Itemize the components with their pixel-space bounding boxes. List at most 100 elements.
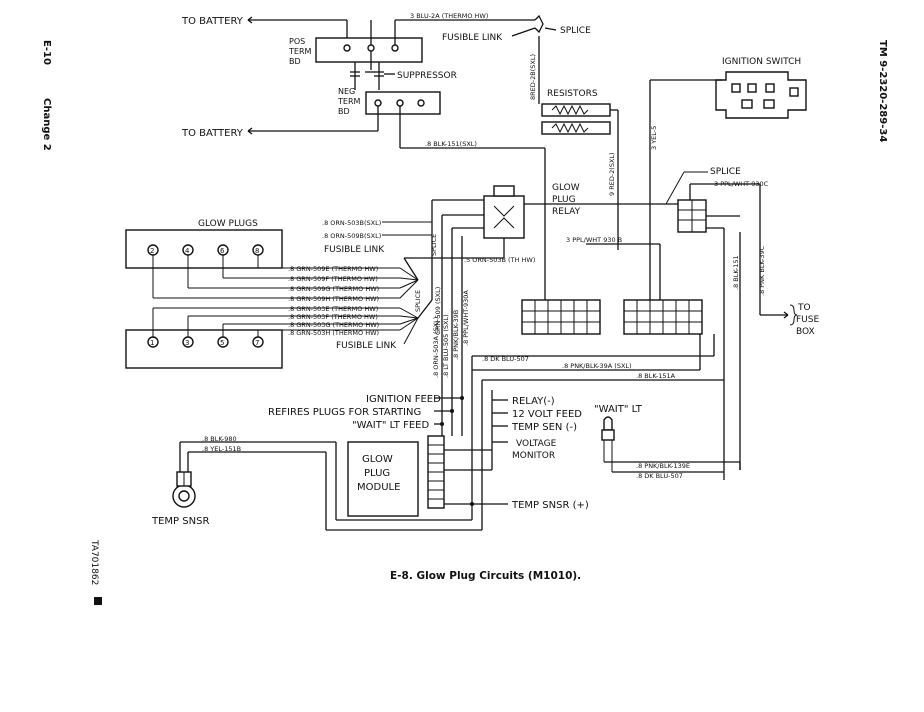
module-label-1: GLOW [362,454,393,465]
wire-grn-509-sxl-label: GRN 509 (SXL) [434,287,442,335]
wire-pnk-blk-139e-label: .8 PNK/BLK-139E [636,462,690,470]
relay-minus-label: RELAY(-) [512,396,555,407]
temp-sensor [172,471,196,508]
wire-ppl-wht-930c-label: 3 PPL/WHT 930C [714,180,769,188]
wire-red-2b-label: 8RED-2B(SXL) [529,54,537,100]
splice-mid2-label: SPLICE [414,290,422,312]
glow-plug-wire-6: .8 GRN-503F (THERMO HW) [288,313,378,321]
glow-plug-wire-3: .8 GRN-509G (THERMO HW) [288,285,379,293]
wire-orn-503b-th-label: .5 ORN-503B (TH HW) [464,256,535,264]
to-fuse-box-label-2: FUSE [796,315,819,325]
to-battery-bottom-label: TO BATTERY [181,128,244,139]
relay-label-2: PLUG [552,195,576,205]
wire-orn-503b-label: .8 ORN-503B(SXL) [322,219,381,227]
glow-plug-relay [483,195,525,239]
fusible-link-low-label: FUSIBLE LINK [336,341,397,351]
wire-red-2-label: 9 RED-2(SXL) [608,152,616,196]
neg-term-label-1: NEG [338,87,355,96]
pos-term-label-3: BD [289,57,301,66]
glow-plug-5: 5 [217,336,229,348]
wire-ppl-wht-930a-label: .8 PPL/WHT-930A [462,290,470,346]
glow-plug-4: 4 [182,244,194,256]
glow-plug-wire-5: .8 GRN-503E (THERMO HW) [288,305,378,313]
pos-term-label-2: TERM [288,47,312,56]
wire-orn-503a-label: .8 ORN-503A (SXL) [432,317,440,378]
wire-yel-151b-label: .8 YEL-151B [202,445,241,453]
svg-text:5: 5 [220,339,224,347]
neg-term-label-3: BD [338,107,350,116]
fusible-link-top-label: FUSIBLE LINK [442,33,503,43]
voltage-monitor-label-2: MONITOR [512,451,555,461]
to-fuse-box-label-3: BOX [796,327,815,337]
glow-plug-wire-4: .8 GRN-509H (THERMO HW) [288,295,379,303]
wire-blk-151-label: .8 BLK-151(SXL) [425,140,477,148]
resistors-label: RESISTORS [547,89,598,99]
figure-caption: E-8. Glow Plug Circuits (M1010). [390,570,581,582]
glow-plug-3: 3 [182,336,194,348]
wait-lt-feed-label: "WAIT" LT FEED [352,420,429,431]
figure-id-label: TA701862 [89,539,99,585]
tm-number-label: TM 9-2320-289-34 [877,40,888,142]
svg-text:1: 1 [150,339,154,347]
svg-text:6: 6 [220,247,225,255]
svg-text:4: 4 [185,247,190,255]
wire-pnk-blk-39b-label: .8 PNK/BLK-39B [452,310,460,360]
wire-pnk-blk-39c-label: .8 PNK BLK-39C [758,245,766,296]
glow-plug-wire-2: .8 GRN-509F (THERMO HW) [288,275,378,283]
volt-feed-label: 12 VOLT FEED [512,409,582,420]
svg-text:7: 7 [255,339,259,347]
module-label-3: MODULE [357,482,400,493]
wire-dk-blu-507-label: .8 DK BLU-507 [482,355,529,363]
glow-plug-6: 6 [217,244,229,256]
svg-text:3: 3 [185,339,189,347]
glow-plug-2: 2 [147,244,159,256]
wire-blk-980-label: .8 BLK-980 [202,435,237,443]
wire-lt-blu-505-label: .8 LT BLU-505 (SXL) [442,314,450,378]
suppressor-label: SUPPRESSOR [397,71,457,81]
to-fuse-box-label-1: TO [797,303,811,313]
fusible-link-mid-label: FUSIBLE LINK [324,245,385,255]
glow-plugs-label: GLOW PLUGS [198,219,258,229]
module-label-2: PLUG [364,468,390,479]
temp-snsr-label: TEMP SNSR [151,516,209,527]
wait-lt-label: "WAIT" LT [594,404,643,415]
glow-plug-7: 7 [252,336,264,348]
glow-plug-wire-1: .8 GRN-509E (THERMO HW) [288,265,378,273]
to-battery-top-label: TO BATTERY [181,16,244,27]
neg-term-label-2: TERM [337,97,361,106]
splice-right-label: SPLICE [710,167,741,177]
wire-blk-151a-label: .8 BLK-151A [636,372,676,380]
pos-term-label-1: POS [289,37,305,46]
glow-plug-1: 1 [147,336,159,348]
svg-text:8: 8 [255,247,259,255]
wire-blu-2a-label: 3 BLU-2A (THERMO HW) [410,12,488,20]
connector-right [623,299,703,335]
wire-pnk-blk-39a-label: .8 PNK/BLK-39A (SXL) [562,362,632,370]
connector-left [521,299,601,335]
voltage-monitor-label-1: VOLTAGE [516,439,557,449]
wire-yel-5-label: 3 YEL-5 [650,126,658,150]
relay-label-3: RELAY [552,207,581,217]
relay-label-1: GLOW [552,183,580,193]
margin-marker [94,597,102,605]
glow-plug-wire-7: .8 GRN-503G (THERMO HW) [288,321,379,329]
glow-plug-8: 8 [252,244,264,256]
ignition-feed-label: IGNITION FEED [366,394,441,405]
temp-snsr-plus-label: TEMP SNSR (+) [511,500,589,511]
wire-blk-151-right-label: .8 BLK-151 [732,255,740,290]
wire-dk-blu-507b-label: .8 DK BLU-507 [636,472,683,480]
glow-plug-module [347,441,419,517]
splice-mid-label: SPLICE [430,234,438,256]
change-label: Change 2 [41,98,52,151]
svg-text:2: 2 [150,247,154,255]
wire-ppl-wht-930b-label: 3 PPL/WHT 930 B [566,236,622,244]
temp-sen-label: TEMP SEN (-) [511,422,577,433]
wire-orn-509b-label: .8 ORN-509B(SXL) [322,232,381,240]
page-ref-label: E-10 [41,40,52,65]
wait-lamp [601,416,615,472]
ignition-switch-label: IGNITION SWITCH [722,57,801,67]
glow-plugs-bottom-bank [125,329,283,369]
splice-top-label: SPLICE [560,26,591,36]
glow-plug-wire-8: .8 GRN-503H (THERMO HW) [288,329,379,337]
